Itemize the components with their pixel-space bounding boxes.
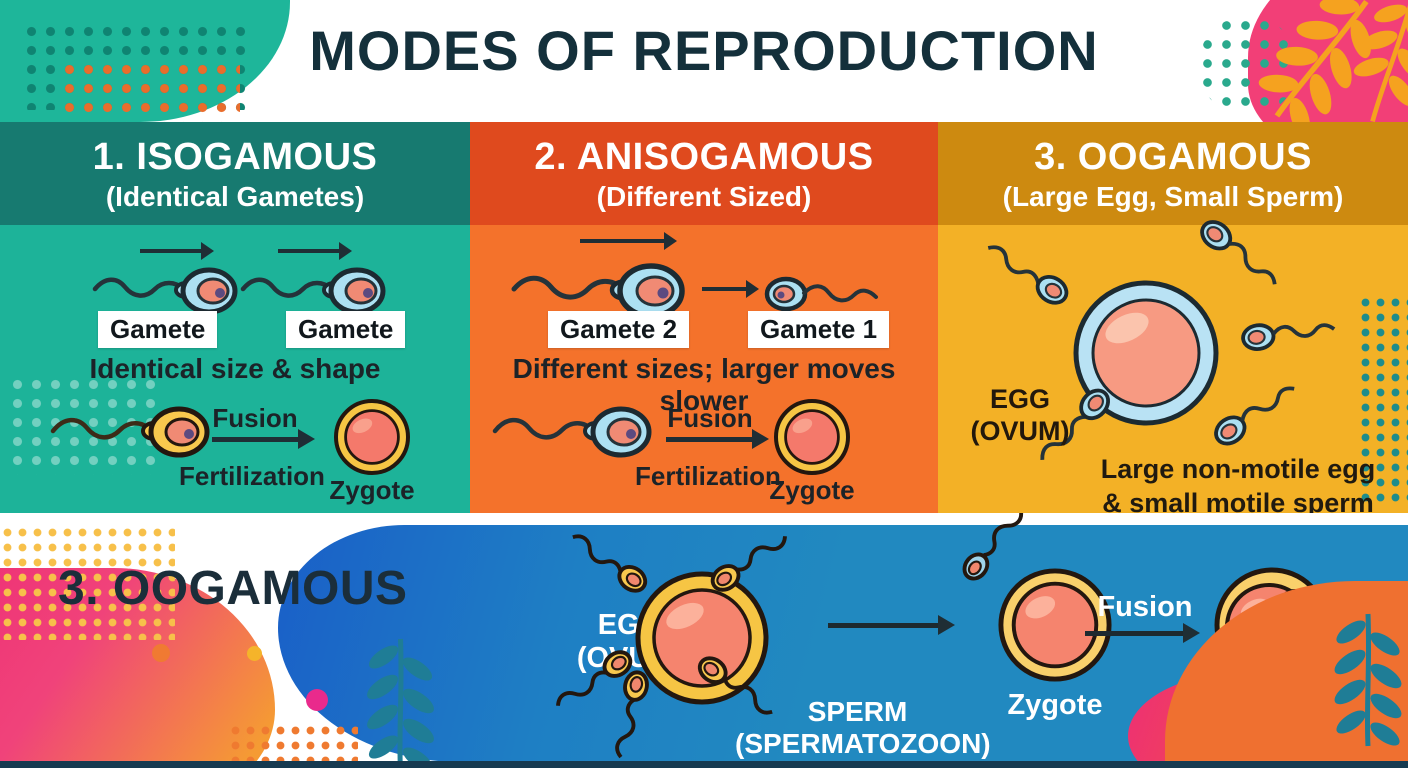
panel-isogamous: 1. ISOGAMOUS (Identical Gametes) Gamet: [0, 122, 470, 513]
caption-line2: & small motile sperm: [1102, 487, 1374, 513]
sperm-icon: [556, 520, 658, 610]
sperm-spermatozoon-label: SPERM (SPERMATOZOON): [735, 696, 991, 760]
panel-oogamous-body: EGG (OVUM) Large non-motile egg & small …: [938, 220, 1408, 513]
pink-dot: [306, 689, 328, 711]
zygote-icon: [772, 397, 852, 482]
sperm-label-line1: SPERM: [807, 696, 908, 727]
fusion-label: Fusion: [212, 403, 298, 433]
panel-caption: Identical size & shape: [89, 353, 381, 384]
fusion-arrow-icon: [1085, 623, 1200, 643]
fertilization-label: Fertilization: [635, 461, 781, 491]
bottom-heading: 3. OOGAMOUS: [58, 562, 408, 615]
sperm-icon: [686, 640, 788, 730]
zygote-label: Zygote: [769, 475, 855, 505]
motion-arrow-icon: [278, 242, 352, 260]
panel-caption: Different sizes; larger moves slower: [512, 353, 896, 416]
orange-dot: [152, 644, 170, 662]
gamete-label: Gamete: [98, 311, 218, 348]
sperm-icon: [602, 664, 664, 766]
egg-icon: [1070, 277, 1222, 434]
fusion-label: Fusion: [667, 403, 753, 433]
motion-arrow-icon: [140, 242, 214, 260]
panel-title: 3. OOGAMOUS: [1034, 136, 1312, 178]
panels-row: 1. ISOGAMOUS (Identical Gametes) Gamet: [0, 122, 1408, 513]
panel-anisogamous-body: Gamete 2 Gamete 1 Different sizes; large…: [470, 225, 938, 513]
zygote-label: Zygote: [329, 475, 415, 505]
orange-dots-pattern: [228, 723, 358, 768]
egg-label-line2: (OVUM): [970, 416, 1070, 447]
egg-icon: [632, 568, 772, 713]
gamete-label: Gamete 2: [548, 311, 690, 348]
penetrating-sperm-icon: [945, 513, 1037, 593]
orange-dots-pattern: [60, 60, 240, 122]
teal-dot-circle: [1198, 16, 1298, 116]
leaf-icon: [1227, 0, 1408, 122]
yellow-dots-pattern: [0, 525, 175, 640]
bottom-section: 3. OOGAMOUS EGG (OVUM): [0, 513, 1408, 768]
motion-arrow-icon: [580, 232, 677, 250]
panel-isogamous-header: 1. ISOGAMOUS (Identical Gametes): [0, 122, 470, 225]
sperm-label-line2: (SPERMATOZOON): [735, 728, 991, 760]
panel-oogamous: 3. OOGAMOUS (Large Egg, Small Sperm): [938, 122, 1408, 513]
yellow-dot: [247, 646, 262, 661]
sperm-icon: [972, 230, 1081, 321]
sperm-icon: [696, 515, 798, 605]
sperm-icon: [1026, 375, 1126, 479]
sperm-icon: [508, 251, 688, 336]
sperm-icon: [544, 638, 646, 728]
caption-line1: Large non-motile egg: [1100, 454, 1376, 484]
sperm-icon: [48, 397, 213, 472]
sperm-icon: [90, 259, 240, 326]
panel-subtitle: (Different Sized): [596, 181, 812, 212]
page-title: MODES OF REPRODUCTION: [309, 19, 1099, 82]
panel-subtitle: (Large Egg, Small Sperm): [1002, 181, 1344, 212]
sperm-icon: [1235, 306, 1340, 364]
fusion-arrow-icon: [666, 429, 769, 449]
zygote-icon: [332, 397, 412, 482]
panel-subtitle: (Identical Gametes): [105, 181, 365, 212]
egg-label: EGG (OVUM): [960, 383, 1080, 448]
bottom-navy-bar: [0, 761, 1408, 768]
panel-oogamous-header: 3. OOGAMOUS (Large Egg, Small Sperm): [938, 122, 1408, 225]
panel-caption: Large non-motile egg & small motile sper…: [1088, 453, 1388, 513]
teal-dots-pattern: [1358, 295, 1408, 505]
sperm-icon: [762, 271, 880, 322]
gamete-label: Gamete 1: [748, 311, 890, 348]
sperm-icon: [1185, 207, 1292, 304]
panel-isogamous-body: Gamete Gamete Identical size & shape: [0, 225, 470, 513]
panel-title: 2. ANISOGAMOUS: [534, 136, 874, 178]
panel-title: 1. ISOGAMOUS: [92, 136, 378, 178]
header: MODES OF REPRODUCTION: [0, 0, 1408, 122]
zygote-icon: [996, 566, 1114, 689]
fertilization-label: Fertilization: [179, 461, 325, 491]
fusion-arrow-icon: [212, 429, 315, 449]
sperm-icon: [490, 397, 655, 472]
panel-anisogamous-header: 2. ANISOGAMOUS (Different Sized): [470, 122, 938, 225]
fusion-label: Fusion: [1097, 591, 1193, 623]
motion-arrow-icon: [702, 280, 759, 298]
zygote-label: Zygote: [1007, 689, 1103, 721]
gamete-label: Gamete: [286, 311, 406, 348]
arrow-icon: [828, 615, 955, 635]
egg-label-line1: EGG: [989, 384, 1050, 414]
sperm-icon: [1202, 368, 1310, 462]
panel-anisogamous: 2. ANISOGAMOUS (Different Sized) Gamete …: [470, 122, 938, 513]
leaf-icon: [1318, 598, 1408, 763]
leaf-icon: [348, 633, 453, 768]
